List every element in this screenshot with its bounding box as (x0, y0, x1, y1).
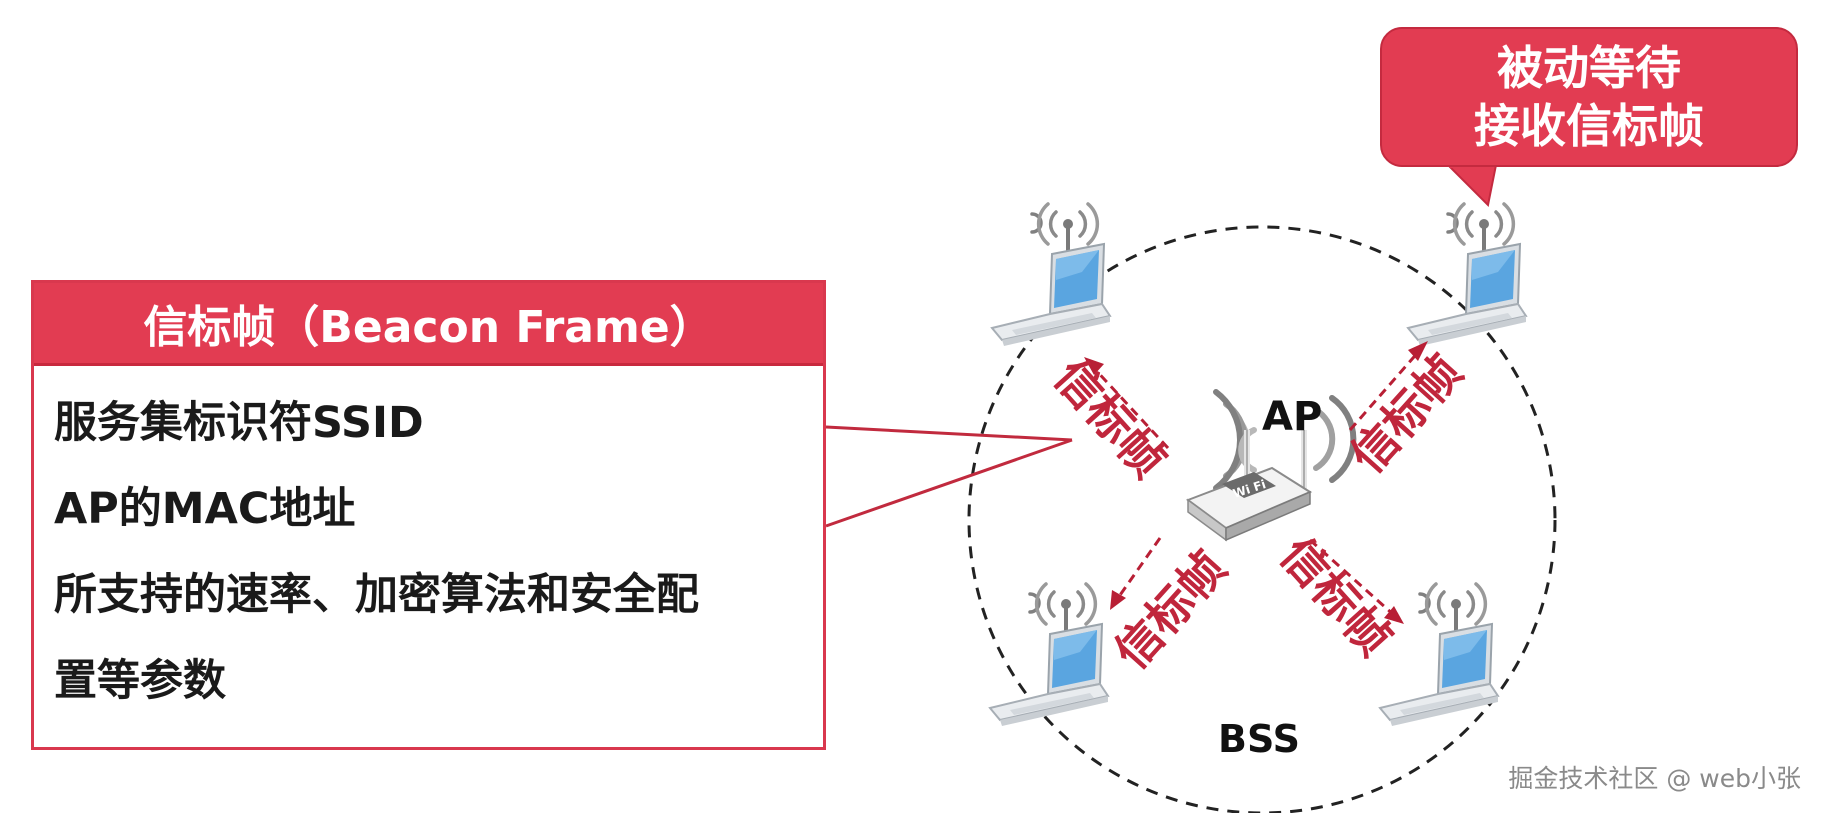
beacon-arrows (1090, 349, 1422, 618)
bubble-line-2: 接收信标帧 (1474, 99, 1704, 153)
router-icon: Wi Fi (1185, 389, 1357, 542)
bubble-line-1: 被动等待 (1497, 41, 1681, 95)
beacon-arrow-bottom-right (1309, 538, 1396, 618)
laptop-icon-bottom-right (1378, 582, 1500, 728)
beacon-arrow-top-right (1348, 349, 1422, 431)
laptop-icon-top-left (990, 202, 1112, 348)
bss-label: BSS (1218, 717, 1300, 761)
ap-label: AP (1262, 394, 1322, 440)
beacon-field-ssid: 服务集标识符SSID (54, 398, 424, 448)
beacon-label-bottom-right: 信标帧 (1270, 527, 1402, 666)
beacon-label-top-right: 信标帧 (1340, 345, 1472, 484)
beacon-frame-title: 信标帧（Beacon Frame） (34, 283, 823, 366)
bss-boundary (967, 225, 1557, 813)
passive-wait-bubble: 被动等待 接收信标帧 (1380, 27, 1798, 167)
beacon-field-mac: AP的MAC地址 (54, 484, 356, 534)
connector-line-top (825, 425, 1073, 442)
beacon-frame-box: 信标帧（Beacon Frame） 服务集标识符SSID AP的MAC地址 所支… (31, 280, 826, 750)
beacon-label-bottom-left: 信标帧 (1104, 541, 1236, 680)
connector-line-bottom (825, 438, 1073, 528)
bubble-tail (1445, 164, 1498, 208)
beacon-label-top-left: 信标帧 (1044, 349, 1176, 488)
beacon-arrow-bottom-left (1116, 537, 1162, 599)
beacon-frame-content: 服务集标识符SSID AP的MAC地址 所支持的速率、加密算法和安全配 置等参数 (34, 366, 823, 724)
beacon-field-params-2: 置等参数 (54, 656, 226, 706)
laptop-icon-bottom-left (988, 582, 1110, 728)
laptop-icon-top-right (1406, 202, 1528, 348)
beacon-arrow-top-left (1090, 364, 1170, 450)
beacon-field-params-1: 所支持的速率、加密算法和安全配 (54, 570, 699, 620)
watermark: 掘金技术社区 @ web小张 (1508, 764, 1801, 793)
